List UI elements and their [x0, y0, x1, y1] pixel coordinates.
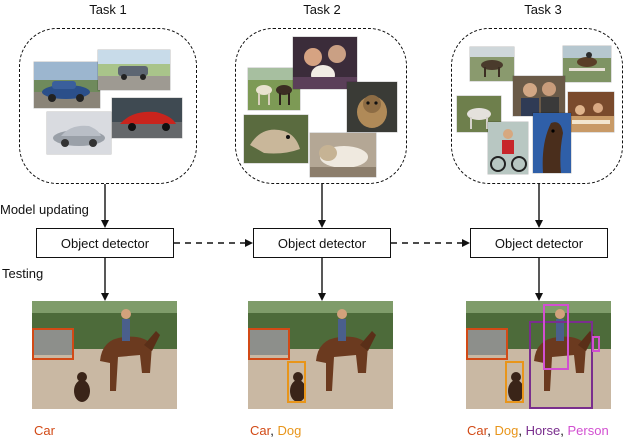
- legend-separator: ,: [560, 423, 568, 438]
- task-3-title: Task 3: [524, 2, 562, 17]
- detector-label: Object detector: [277, 235, 367, 251]
- bbox-person-small-task-3: [592, 336, 600, 352]
- detector-label: Object detector: [60, 235, 150, 251]
- train-photo-dogs-field: [248, 68, 300, 110]
- bbox-car-task-2: [248, 328, 290, 360]
- train-photo-greyhound: [244, 115, 308, 163]
- task-1-title: Task 1: [89, 2, 127, 17]
- train-photo-horse-field: [470, 47, 514, 81]
- task-3-data-cloud: [451, 28, 623, 184]
- legend-car: Car: [34, 423, 55, 438]
- train-photo-car-road: [98, 50, 170, 90]
- legend-person: Person: [567, 423, 609, 438]
- train-photo-family-dog: [293, 37, 357, 89]
- object-detector-task-3: Object detector: [470, 228, 608, 258]
- legend-separator: ,: [518, 423, 526, 438]
- object-detector-task-1: Object detector: [36, 228, 174, 258]
- test-scene-task-2: [248, 301, 393, 409]
- train-photo-jump-horse: [563, 46, 611, 82]
- bbox-dog-task-2: [287, 361, 306, 403]
- train-photo-car-red: [112, 98, 182, 138]
- legend-dog: Dog: [277, 423, 302, 438]
- bbox-car-task-1: [32, 328, 74, 360]
- bbox-car-task-3: [466, 328, 508, 360]
- train-photo-dining: [568, 92, 614, 132]
- model-updating-label: Model updating: [0, 202, 89, 217]
- test-scene-task-1: [32, 301, 177, 409]
- train-photo-car-blue: [34, 62, 100, 108]
- bbox-horse-task-3: [529, 321, 593, 409]
- train-photo-cyclist: [488, 122, 528, 174]
- task-2-title: Task 2: [303, 2, 341, 17]
- train-photo-sleeping-dog: [310, 133, 376, 177]
- train-photo-horse-head: [533, 113, 571, 173]
- detector-label: Object detector: [494, 235, 584, 251]
- bbox-dog-task-3: [505, 361, 524, 403]
- object-detector-task-2: Object detector: [253, 228, 391, 258]
- test-scene-task-3: [466, 301, 611, 409]
- test-scene-image: [32, 301, 177, 409]
- task-1-data-cloud: [19, 28, 197, 184]
- train-photo-persons: [513, 76, 565, 116]
- bbox-person-task-3: [543, 304, 569, 370]
- task-2-data-cloud: [235, 28, 407, 184]
- train-photo-car-silver: [47, 112, 111, 154]
- legend-horse: Horse: [525, 423, 561, 438]
- legend-task-3: Car, Dog, Horse, Person: [467, 423, 609, 438]
- legend-separator: ,: [270, 423, 278, 438]
- legend-dog: Dog: [494, 423, 519, 438]
- test-scene-image: [248, 301, 393, 409]
- legend-task-2: Car, Dog: [250, 423, 301, 438]
- testing-label: Testing: [2, 266, 44, 281]
- legend-car: Car: [467, 423, 488, 438]
- test-scene-image: [466, 301, 611, 409]
- legend-separator: ,: [487, 423, 495, 438]
- legend-car: Car: [250, 423, 271, 438]
- legend-task-1: Car: [34, 423, 55, 438]
- train-photo-yorkie: [347, 82, 397, 132]
